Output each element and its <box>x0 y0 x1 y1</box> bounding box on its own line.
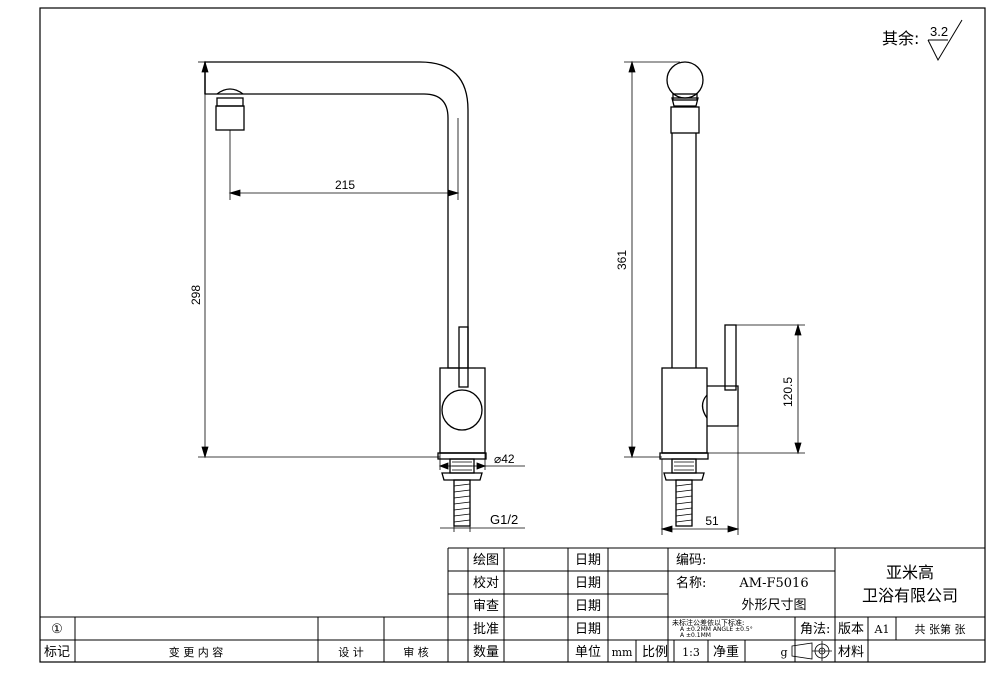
dim-spout-reach: 215 <box>335 178 355 192</box>
tb-rev-marker: ① <box>51 622 63 637</box>
roughness-label: 其余: <box>882 29 919 48</box>
tb-date-2: 日期 <box>575 576 601 591</box>
tb-drawn: 绘图 <box>473 553 499 568</box>
tb-scale: 比例 <box>642 645 668 660</box>
tb-tolerance-detail: A ±0.2MM ANGLE ±0.5° <box>680 626 753 633</box>
tb-net-weight: 净重 <box>713 644 739 660</box>
tb-design: 设 计 <box>338 646 364 659</box>
tb-sheets: 共 张第 张 <box>915 622 966 636</box>
tb-code-label: 编码: <box>676 553 706 568</box>
tb-quantity: 数量 <box>473 645 499 660</box>
dim-handle-height: 120.5 <box>781 377 795 407</box>
tb-company-line2: 卫浴有限公司 <box>862 586 958 605</box>
tb-unit: 单位 <box>575 645 601 660</box>
dim-height-side: 361 <box>615 250 629 270</box>
tb-change-content: 变 更 内 容 <box>169 645 224 659</box>
tb-tolerance-title: 未标注公差依以下标准: <box>672 618 744 627</box>
tb-model: AM-F5016 <box>738 576 808 591</box>
tb-company-line1: 亚米高 <box>886 563 934 582</box>
tb-projection: 角法: <box>800 622 830 637</box>
dim-depth: 51 <box>705 514 719 528</box>
tb-audit: 审 核 <box>403 645 429 659</box>
dim-thread: G1/2 <box>490 512 518 527</box>
tb-version-val: A1 <box>874 623 890 636</box>
tb-checked: 校对 <box>473 575 499 591</box>
side-dimensions <box>624 60 805 535</box>
dim-height-front: 298 <box>189 285 203 305</box>
tb-tolerance-detail2: A ±0.1MM <box>680 632 711 639</box>
dim-body-diameter: ⌀42 <box>494 452 515 466</box>
tb-weight-unit: g <box>780 646 787 659</box>
tb-date-1: 日期 <box>575 553 601 568</box>
tb-reviewed: 审查 <box>473 599 499 614</box>
drawing-border <box>39 7 986 663</box>
tb-date-4: 日期 <box>575 622 601 637</box>
tb-date-3: 日期 <box>575 599 601 614</box>
tb-material: 材料 <box>838 645 864 660</box>
front-dimensions <box>198 60 525 532</box>
tb-version: 版本 <box>838 622 864 637</box>
projection-symbol-icon <box>791 641 832 661</box>
tb-scale-val: 1:3 <box>682 646 700 659</box>
tb-name-label: 名称: <box>676 575 706 591</box>
tb-unit-val: mm <box>612 646 633 659</box>
tb-drawing-title: 外形尺寸图 <box>741 598 806 613</box>
side-view <box>659 61 739 527</box>
roughness-symbol: 其余: 3.2 <box>882 19 963 62</box>
front-view <box>204 61 487 527</box>
title-block <box>40 547 986 663</box>
tb-mark: 标记 <box>44 645 70 660</box>
tb-approved: 批准 <box>473 622 499 637</box>
roughness-value: 3.2 <box>930 24 948 39</box>
